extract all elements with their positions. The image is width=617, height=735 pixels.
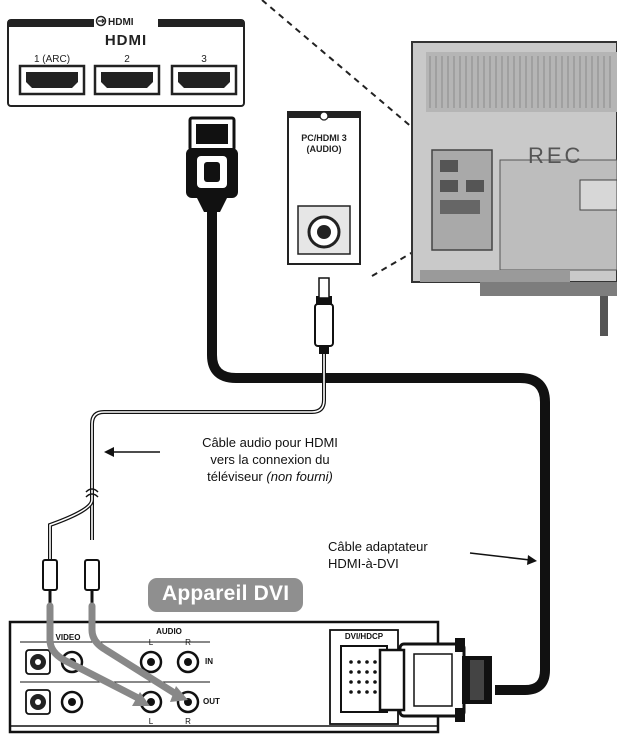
audio-caption-line3-text: téléviseur [207, 469, 263, 484]
hdmi-port-1 [18, 64, 86, 96]
audio-caption-line1: Câble audio pour HDMI [202, 435, 338, 450]
hdmi-port-2 [93, 64, 161, 96]
zoom-line-top [261, 0, 481, 186]
audio-cable [42, 277, 334, 606]
dvi-port-label: DVI/HDCP [345, 632, 384, 641]
dvi-device-illustration [8, 620, 440, 734]
audio-left-label-top: L [149, 638, 154, 647]
adapter-cable-caption: Câble adaptateur HDMI-à-DVI [328, 538, 478, 572]
hdmi-logo: HDMI [105, 32, 147, 49]
audio-caption-line2: vers la connexion du [210, 452, 330, 467]
audio-left-label-bottom: L [149, 717, 154, 726]
hdmi-input-panel [7, 14, 245, 107]
hdmi-port-label-1: 1 (ARC) [34, 54, 70, 65]
audio-right-label-bottom: R [185, 717, 191, 726]
audio-cable-caption: Câble audio pour HDMI vers la connexion … [170, 434, 370, 485]
in-jack-row [25, 649, 200, 675]
audio-caption-not-supplied: (non fourni) [266, 469, 333, 484]
dvi-plug [378, 638, 492, 722]
tv-logo-text: REC [528, 143, 583, 168]
adapter-caption-line2: HDMI-à-DVI [328, 556, 399, 571]
hdmi-panel-header: HDMI [108, 17, 134, 28]
adapter-caption-arrow [469, 552, 531, 561]
video-label: VIDEO [56, 633, 81, 642]
audio-caption-line3: téléviseur (non fourni) [170, 468, 370, 485]
audio-jack-label-line1: PC/HDMI 3 [301, 133, 347, 143]
out-jack-row [25, 689, 200, 715]
adapter-caption-line1: Câble adaptateur [328, 539, 428, 554]
in-label: IN [205, 657, 213, 666]
rca-grey-cords [46, 602, 188, 706]
out-label: OUT [203, 697, 220, 706]
pc-audio-jack-panel [287, 111, 361, 265]
audio-label: AUDIO [156, 627, 182, 636]
hdmi-port-3 [170, 64, 238, 96]
hdmi-port-label-3: 3 [201, 54, 207, 65]
audio-jack-label-line2: (AUDIO) [307, 144, 342, 154]
hdmi-dvi-cable [186, 116, 550, 695]
hdmi-port-label-2: 2 [124, 54, 130, 65]
tv-back-illustration [411, 41, 617, 336]
device-badge: Appareil DVI [148, 578, 304, 612]
audio-right-label-top: R [185, 638, 191, 647]
